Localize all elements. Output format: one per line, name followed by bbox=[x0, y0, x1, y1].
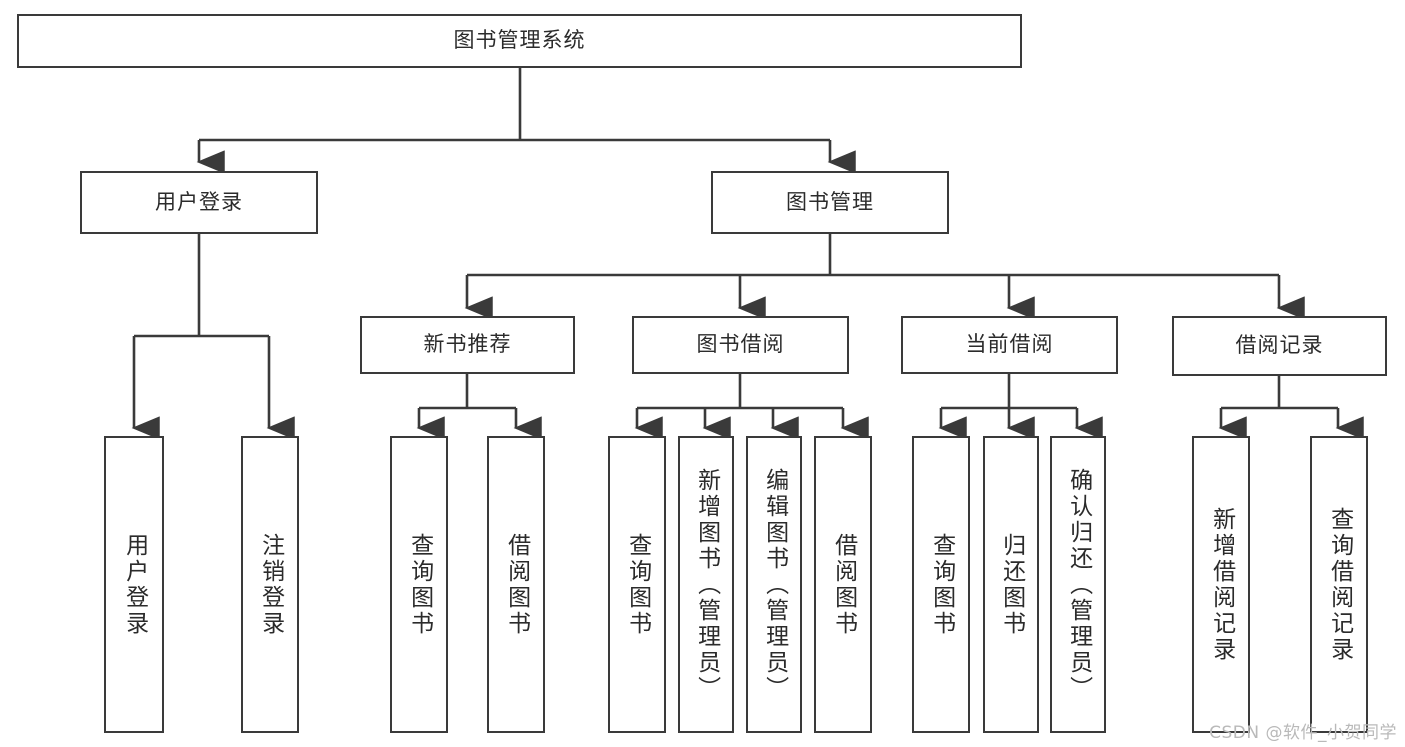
leaf-current-confirm-return-admin[interactable]: 确认归还（管理员） bbox=[1050, 436, 1106, 733]
leaf-current-return-book[interactable]: 归还图书 bbox=[983, 436, 1039, 733]
node-label: 编辑图书（管理员） bbox=[761, 467, 788, 702]
leaf-current-query-book[interactable]: 查询图书 bbox=[912, 436, 970, 733]
node-root-system[interactable]: 图书管理系统 bbox=[17, 14, 1022, 68]
node-label: 图书管理 bbox=[786, 189, 874, 214]
node-new-book-recommend[interactable]: 新书推荐 bbox=[360, 316, 575, 374]
leaf-user-login-logout[interactable]: 注销登录 bbox=[241, 436, 299, 733]
leaf-borrow-query-book[interactable]: 查询图书 bbox=[608, 436, 666, 733]
node-label: 查询图书 bbox=[406, 532, 433, 637]
leaf-borrow-add-book-admin[interactable]: 新增图书（管理员） bbox=[678, 436, 734, 733]
node-book-management[interactable]: 图书管理 bbox=[711, 171, 949, 234]
node-label: 新增借阅记录 bbox=[1208, 506, 1235, 663]
node-label: 借阅图书 bbox=[830, 532, 857, 637]
leaf-record-add-record[interactable]: 新增借阅记录 bbox=[1192, 436, 1250, 733]
node-label: 用户登录 bbox=[155, 189, 243, 214]
leaf-user-login-login[interactable]: 用户登录 bbox=[104, 436, 164, 733]
node-label: 图书管理系统 bbox=[453, 28, 586, 53]
leaf-recommend-query-book[interactable]: 查询图书 bbox=[390, 436, 448, 733]
node-label: 借阅图书 bbox=[503, 532, 530, 637]
node-label: 归还图书 bbox=[998, 532, 1025, 637]
watermark-text: CSDN @软件_小贺同学 bbox=[1209, 723, 1397, 743]
node-label: 查询借阅记录 bbox=[1326, 506, 1353, 663]
leaf-borrow-borrow-book[interactable]: 借阅图书 bbox=[814, 436, 872, 733]
node-label: 图书借阅 bbox=[696, 332, 785, 357]
leaf-record-query-record[interactable]: 查询借阅记录 bbox=[1310, 436, 1368, 733]
node-label: 新书推荐 bbox=[423, 332, 512, 357]
node-borrow-record[interactable]: 借阅记录 bbox=[1172, 316, 1387, 376]
leaf-borrow-edit-book-admin[interactable]: 编辑图书（管理员） bbox=[746, 436, 802, 733]
node-label: 新增图书（管理员） bbox=[693, 467, 720, 702]
node-label: 查询图书 bbox=[928, 532, 955, 637]
node-label: 查询图书 bbox=[624, 532, 651, 637]
node-label: 确认归还（管理员） bbox=[1065, 467, 1092, 702]
node-user-login[interactable]: 用户登录 bbox=[80, 171, 318, 234]
node-book-borrow[interactable]: 图书借阅 bbox=[632, 316, 849, 374]
node-label: 注销登录 bbox=[257, 532, 284, 637]
node-label: 借阅记录 bbox=[1235, 333, 1324, 358]
node-label: 用户登录 bbox=[121, 532, 148, 637]
node-label: 当前借阅 bbox=[965, 332, 1054, 357]
leaf-recommend-borrow-book[interactable]: 借阅图书 bbox=[487, 436, 545, 733]
node-current-borrow[interactable]: 当前借阅 bbox=[901, 316, 1118, 374]
